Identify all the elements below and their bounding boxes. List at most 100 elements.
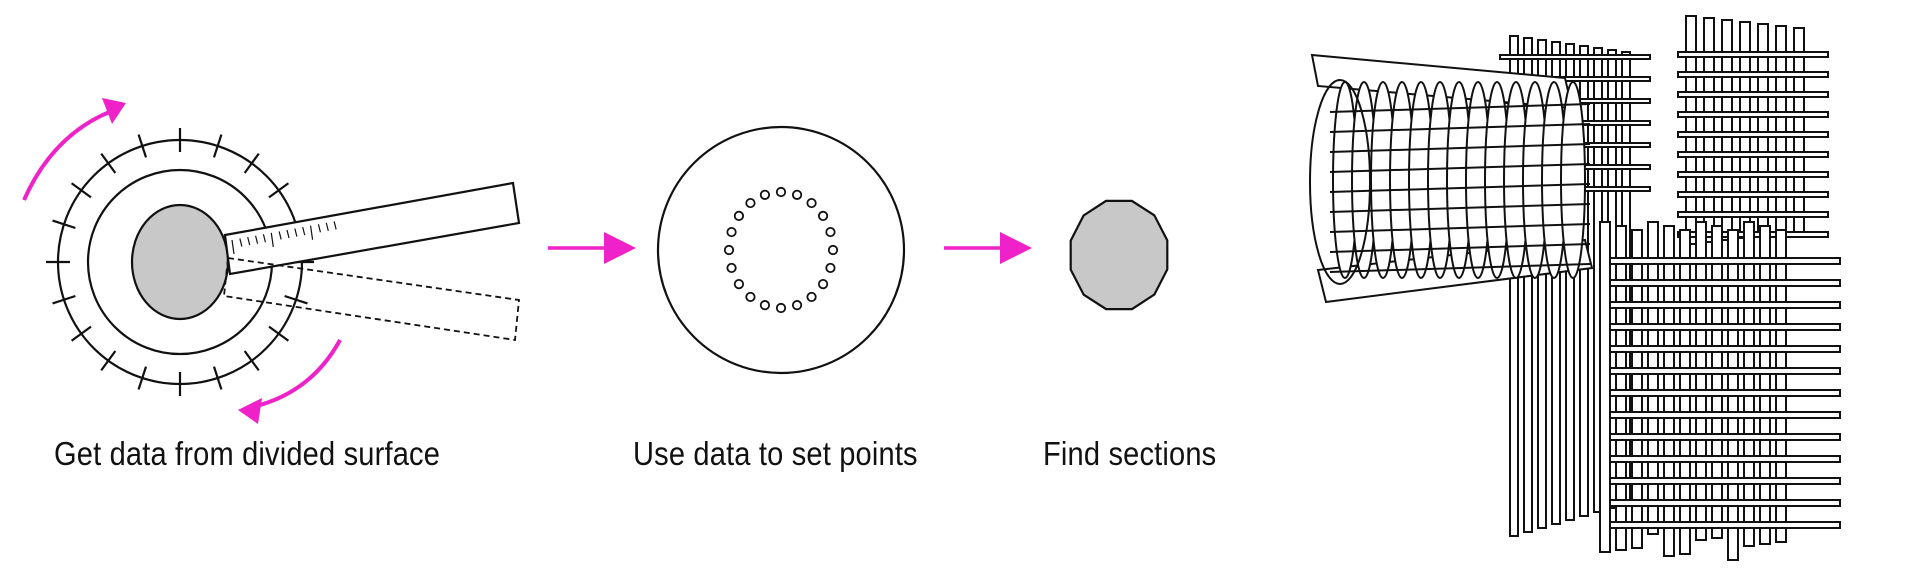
tick-mark xyxy=(212,366,223,390)
stringer xyxy=(1329,183,1591,193)
ring-section xyxy=(1560,81,1586,279)
set-point xyxy=(817,210,829,222)
set-point xyxy=(817,278,829,290)
fin xyxy=(1523,37,1533,533)
fin xyxy=(1793,27,1805,233)
ruler-tick xyxy=(309,225,314,240)
rotate-arrowhead-top xyxy=(102,98,126,124)
tick-mark xyxy=(268,182,290,199)
rib xyxy=(1677,91,1829,98)
fin xyxy=(1615,225,1627,551)
rib xyxy=(1609,433,1841,441)
tick-mark xyxy=(137,134,148,158)
tick-mark xyxy=(52,219,76,230)
ruler-tick xyxy=(231,239,235,255)
stringer xyxy=(1329,223,1591,233)
set-point xyxy=(825,262,836,274)
tick-mark xyxy=(268,325,290,342)
rib xyxy=(1609,367,1841,375)
points-boundary xyxy=(656,125,906,375)
set-point xyxy=(733,278,745,290)
rib xyxy=(1609,323,1841,331)
point-ring xyxy=(723,186,839,314)
ruler-tick xyxy=(262,234,267,243)
caption-step-2: Use data to set points xyxy=(633,435,918,472)
tick-mark xyxy=(243,152,260,174)
tick-mark xyxy=(284,294,308,305)
vertical-tower-bottom xyxy=(1599,221,1841,561)
fin xyxy=(1551,41,1561,525)
set-point xyxy=(775,186,787,198)
ruler-tick xyxy=(247,236,251,246)
caption-step-3: Find sections xyxy=(1043,435,1217,472)
tick-mark xyxy=(100,350,117,372)
ruler-tick xyxy=(270,232,274,247)
rib xyxy=(1677,171,1829,178)
sectioned-structure xyxy=(1309,15,1841,561)
set-point xyxy=(827,244,839,256)
fin xyxy=(1759,225,1771,545)
ruler-tick xyxy=(286,229,290,239)
fin xyxy=(1565,43,1575,521)
fin xyxy=(1743,221,1755,547)
fin xyxy=(1599,221,1611,553)
set-point xyxy=(745,291,756,303)
tick-mark xyxy=(212,134,223,158)
stringer xyxy=(1329,243,1591,253)
fin xyxy=(1579,45,1589,517)
points-figure xyxy=(656,125,906,375)
rib xyxy=(1609,257,1841,265)
rib xyxy=(1609,499,1841,507)
rib xyxy=(1609,345,1841,353)
fin xyxy=(1537,39,1547,529)
rib xyxy=(1609,279,1841,287)
rib xyxy=(1677,111,1829,118)
set-point xyxy=(791,300,803,311)
end-ring xyxy=(1309,79,1371,285)
set-point xyxy=(806,291,817,303)
rib xyxy=(1677,131,1829,138)
horizontal-cylinder xyxy=(1309,53,1594,304)
stringer xyxy=(1329,163,1591,173)
tick-mark xyxy=(70,182,92,199)
rib xyxy=(1677,51,1829,58)
tick-mark xyxy=(137,366,148,390)
center-section xyxy=(130,203,230,321)
fin xyxy=(1695,221,1707,541)
rib xyxy=(1677,71,1829,78)
rotate-arrowhead-bottom xyxy=(238,398,262,424)
fin xyxy=(1703,17,1715,243)
ruler-tick xyxy=(325,222,329,232)
set-point xyxy=(759,300,771,311)
division-ticks xyxy=(46,128,314,396)
fin xyxy=(1509,35,1519,537)
flow-arrow-1 xyxy=(548,232,636,264)
set-point xyxy=(775,302,787,314)
rib xyxy=(1609,455,1841,463)
vertical-tower-top xyxy=(1677,15,1829,245)
fin xyxy=(1711,225,1723,539)
ruler-tick xyxy=(317,224,322,233)
caption-step-1: Get data from divided surface xyxy=(54,435,441,472)
fin xyxy=(1647,221,1659,535)
set-point xyxy=(825,226,836,238)
divided-surface-figure xyxy=(22,98,521,424)
rotate-arrow-top xyxy=(22,106,121,201)
set-point xyxy=(759,189,771,200)
fin xyxy=(1685,15,1697,245)
rotate-arrow-bottom xyxy=(247,339,342,410)
stringer xyxy=(1329,103,1591,113)
set-point xyxy=(723,244,735,256)
set-point xyxy=(726,262,737,274)
ruler-tick xyxy=(302,226,306,236)
tick-mark xyxy=(70,325,92,342)
ruler-dashed xyxy=(223,256,520,342)
set-point xyxy=(726,226,737,238)
tick-mark xyxy=(243,350,260,372)
rib xyxy=(1609,477,1841,485)
ruler-tick xyxy=(278,231,282,240)
fin xyxy=(1775,229,1787,543)
rib xyxy=(1609,301,1841,309)
flow-arrow-2 xyxy=(944,232,1032,264)
